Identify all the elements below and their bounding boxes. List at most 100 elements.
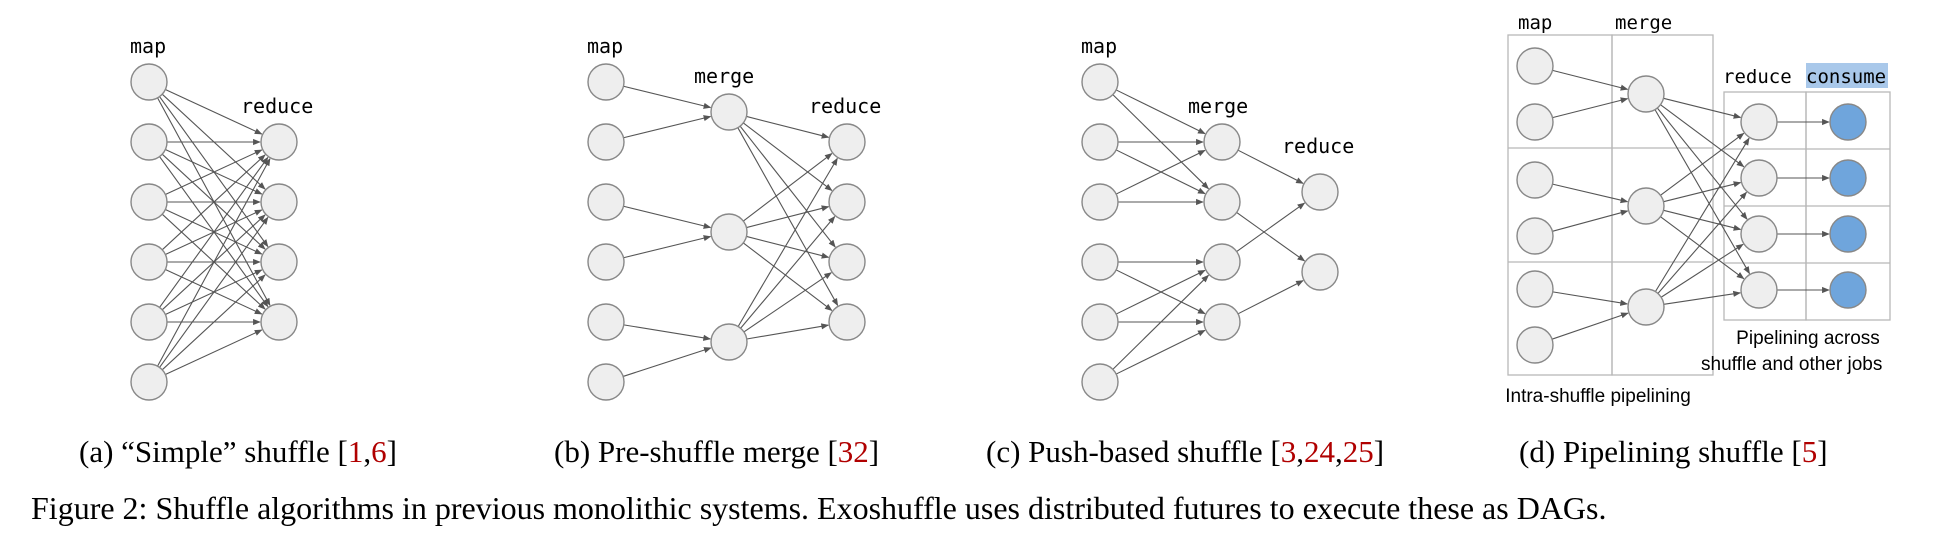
- edge-merge-to-reduce: [1660, 104, 1745, 168]
- label-map-a: map: [130, 34, 166, 58]
- edge-map-to-reduce: [165, 329, 263, 375]
- merge-node: [1203, 243, 1241, 281]
- edge-map-to-merge: [1115, 269, 1206, 315]
- label-reduce-a: reduce: [241, 94, 313, 118]
- edge-merge-to-reduce: [1663, 181, 1742, 203]
- map-node: [1516, 270, 1554, 308]
- merge-column-frame: [1611, 34, 1714, 376]
- map-node: [130, 183, 168, 221]
- caption-c-close: ]: [1373, 434, 1385, 469]
- map-node: [587, 243, 625, 281]
- edge-map-to-reduce: [157, 158, 271, 367]
- reduce-node: [828, 243, 866, 281]
- citation-link[interactable]: 1: [347, 434, 364, 469]
- edge-merge-to-reduce: [1236, 202, 1306, 252]
- edge-map-to-merge: [1552, 291, 1629, 306]
- map-node: [1081, 123, 1119, 161]
- label-map-c: map: [1081, 34, 1117, 58]
- label-reduce-b: reduce: [809, 94, 881, 118]
- reduce-node: [828, 123, 866, 161]
- edge-merge-to-reduce: [740, 215, 836, 329]
- map-node: [130, 363, 168, 401]
- reduce-node: [1301, 173, 1339, 211]
- edge-map-to-merge: [1551, 312, 1629, 340]
- merge-node: [1627, 288, 1665, 326]
- caption-d-close: ]: [1817, 434, 1828, 469]
- citation-link[interactable]: 32: [837, 434, 869, 469]
- caption-d-text: (d) Pipelining shuffle [: [1519, 434, 1802, 469]
- reduce-node: [828, 303, 866, 341]
- map-node: [587, 303, 625, 341]
- map-node: [587, 123, 625, 161]
- figure-caption: Figure 2: Shuffle algorithms in previous…: [31, 490, 1607, 526]
- citation-link[interactable]: 5: [1801, 434, 1818, 469]
- consume-node: [1829, 159, 1867, 197]
- map-node: [1516, 103, 1554, 141]
- edges: [157, 69, 1830, 377]
- caption-b: (b) Pre-shuffle merge [32]: [554, 434, 879, 470]
- edge-map-to-merge: [1115, 89, 1206, 135]
- map-node: [1081, 303, 1119, 341]
- caption-d: (d) Pipelining shuffle [5]: [1519, 434, 1828, 470]
- edge-map-to-merge: [1115, 149, 1206, 195]
- edge-map-to-merge: [623, 324, 712, 341]
- merge-node: [710, 93, 748, 131]
- label-consume-d: consume: [1806, 66, 1886, 88]
- merge-node: [1203, 183, 1241, 221]
- citation-link[interactable]: 24: [1303, 434, 1335, 469]
- map-node: [130, 243, 168, 281]
- edge-merge-to-reduce: [742, 122, 833, 191]
- pipelining-grid: [1507, 34, 1891, 376]
- caption-b-close: ]: [868, 434, 880, 469]
- label-reduce-d: reduce: [1723, 66, 1792, 88]
- reduce-node: [1740, 159, 1778, 197]
- caption-b-text: (b) Pre-shuffle merge [: [554, 434, 838, 469]
- edge-map-to-reduce: [159, 216, 269, 368]
- edge-map-to-merge: [1552, 97, 1629, 119]
- merge-node: [1627, 75, 1665, 113]
- edge-merge-to-reduce: [1654, 137, 1750, 292]
- caption-c: (c) Push-based shuffle [3,24,25]: [986, 434, 1384, 470]
- edge-merge-to-reduce: [1237, 149, 1304, 184]
- edge-merge-to-reduce: [1657, 191, 1747, 294]
- caption-c-text: (c) Push-based shuffle [: [986, 434, 1281, 469]
- merge-node: [710, 323, 748, 361]
- consume-node: [1829, 271, 1867, 309]
- edge-map-to-merge: [623, 205, 712, 229]
- map-node: [587, 63, 625, 101]
- map-node: [130, 303, 168, 341]
- map-node: [587, 363, 625, 401]
- citation-separator: ,: [1334, 434, 1343, 469]
- merge-node: [1203, 123, 1241, 161]
- edge-map-to-reduce: [161, 274, 266, 371]
- caption-a: (a) “Simple” shuffle [1,6]: [79, 434, 397, 470]
- citation-separator: ,: [1296, 434, 1304, 469]
- merge-node: [1627, 187, 1665, 225]
- map-node: [1516, 161, 1554, 199]
- caption-a-close: ]: [386, 434, 397, 469]
- map-node: [1081, 243, 1119, 281]
- edge-merge-to-reduce: [1237, 280, 1304, 315]
- citation-separator: ,: [363, 434, 372, 469]
- map-node: [587, 183, 625, 221]
- reduce-node: [1301, 253, 1339, 291]
- citation-link[interactable]: 3: [1280, 434, 1297, 469]
- label-merge-b: merge: [694, 64, 754, 88]
- map-node: [1081, 183, 1119, 221]
- map-node: [1081, 363, 1119, 401]
- label-reduce-c: reduce: [1282, 134, 1354, 158]
- edge-merge-to-reduce: [746, 323, 830, 340]
- map-node: [130, 123, 168, 161]
- edge-merge-to-reduce: [742, 242, 833, 311]
- note-pipelining-line1: Pipelining across: [1736, 328, 1880, 349]
- citation-link[interactable]: 6: [371, 434, 387, 469]
- reduce-node: [828, 183, 866, 221]
- edge-merge-to-reduce: [1660, 216, 1745, 280]
- edge-map-to-reduce: [161, 154, 266, 251]
- citation-link[interactable]: 25: [1342, 434, 1374, 469]
- map-node: [1516, 326, 1554, 364]
- edge-merge-to-reduce: [743, 272, 832, 333]
- consume-node: [1829, 215, 1867, 253]
- edge-map-to-merge: [1552, 209, 1629, 232]
